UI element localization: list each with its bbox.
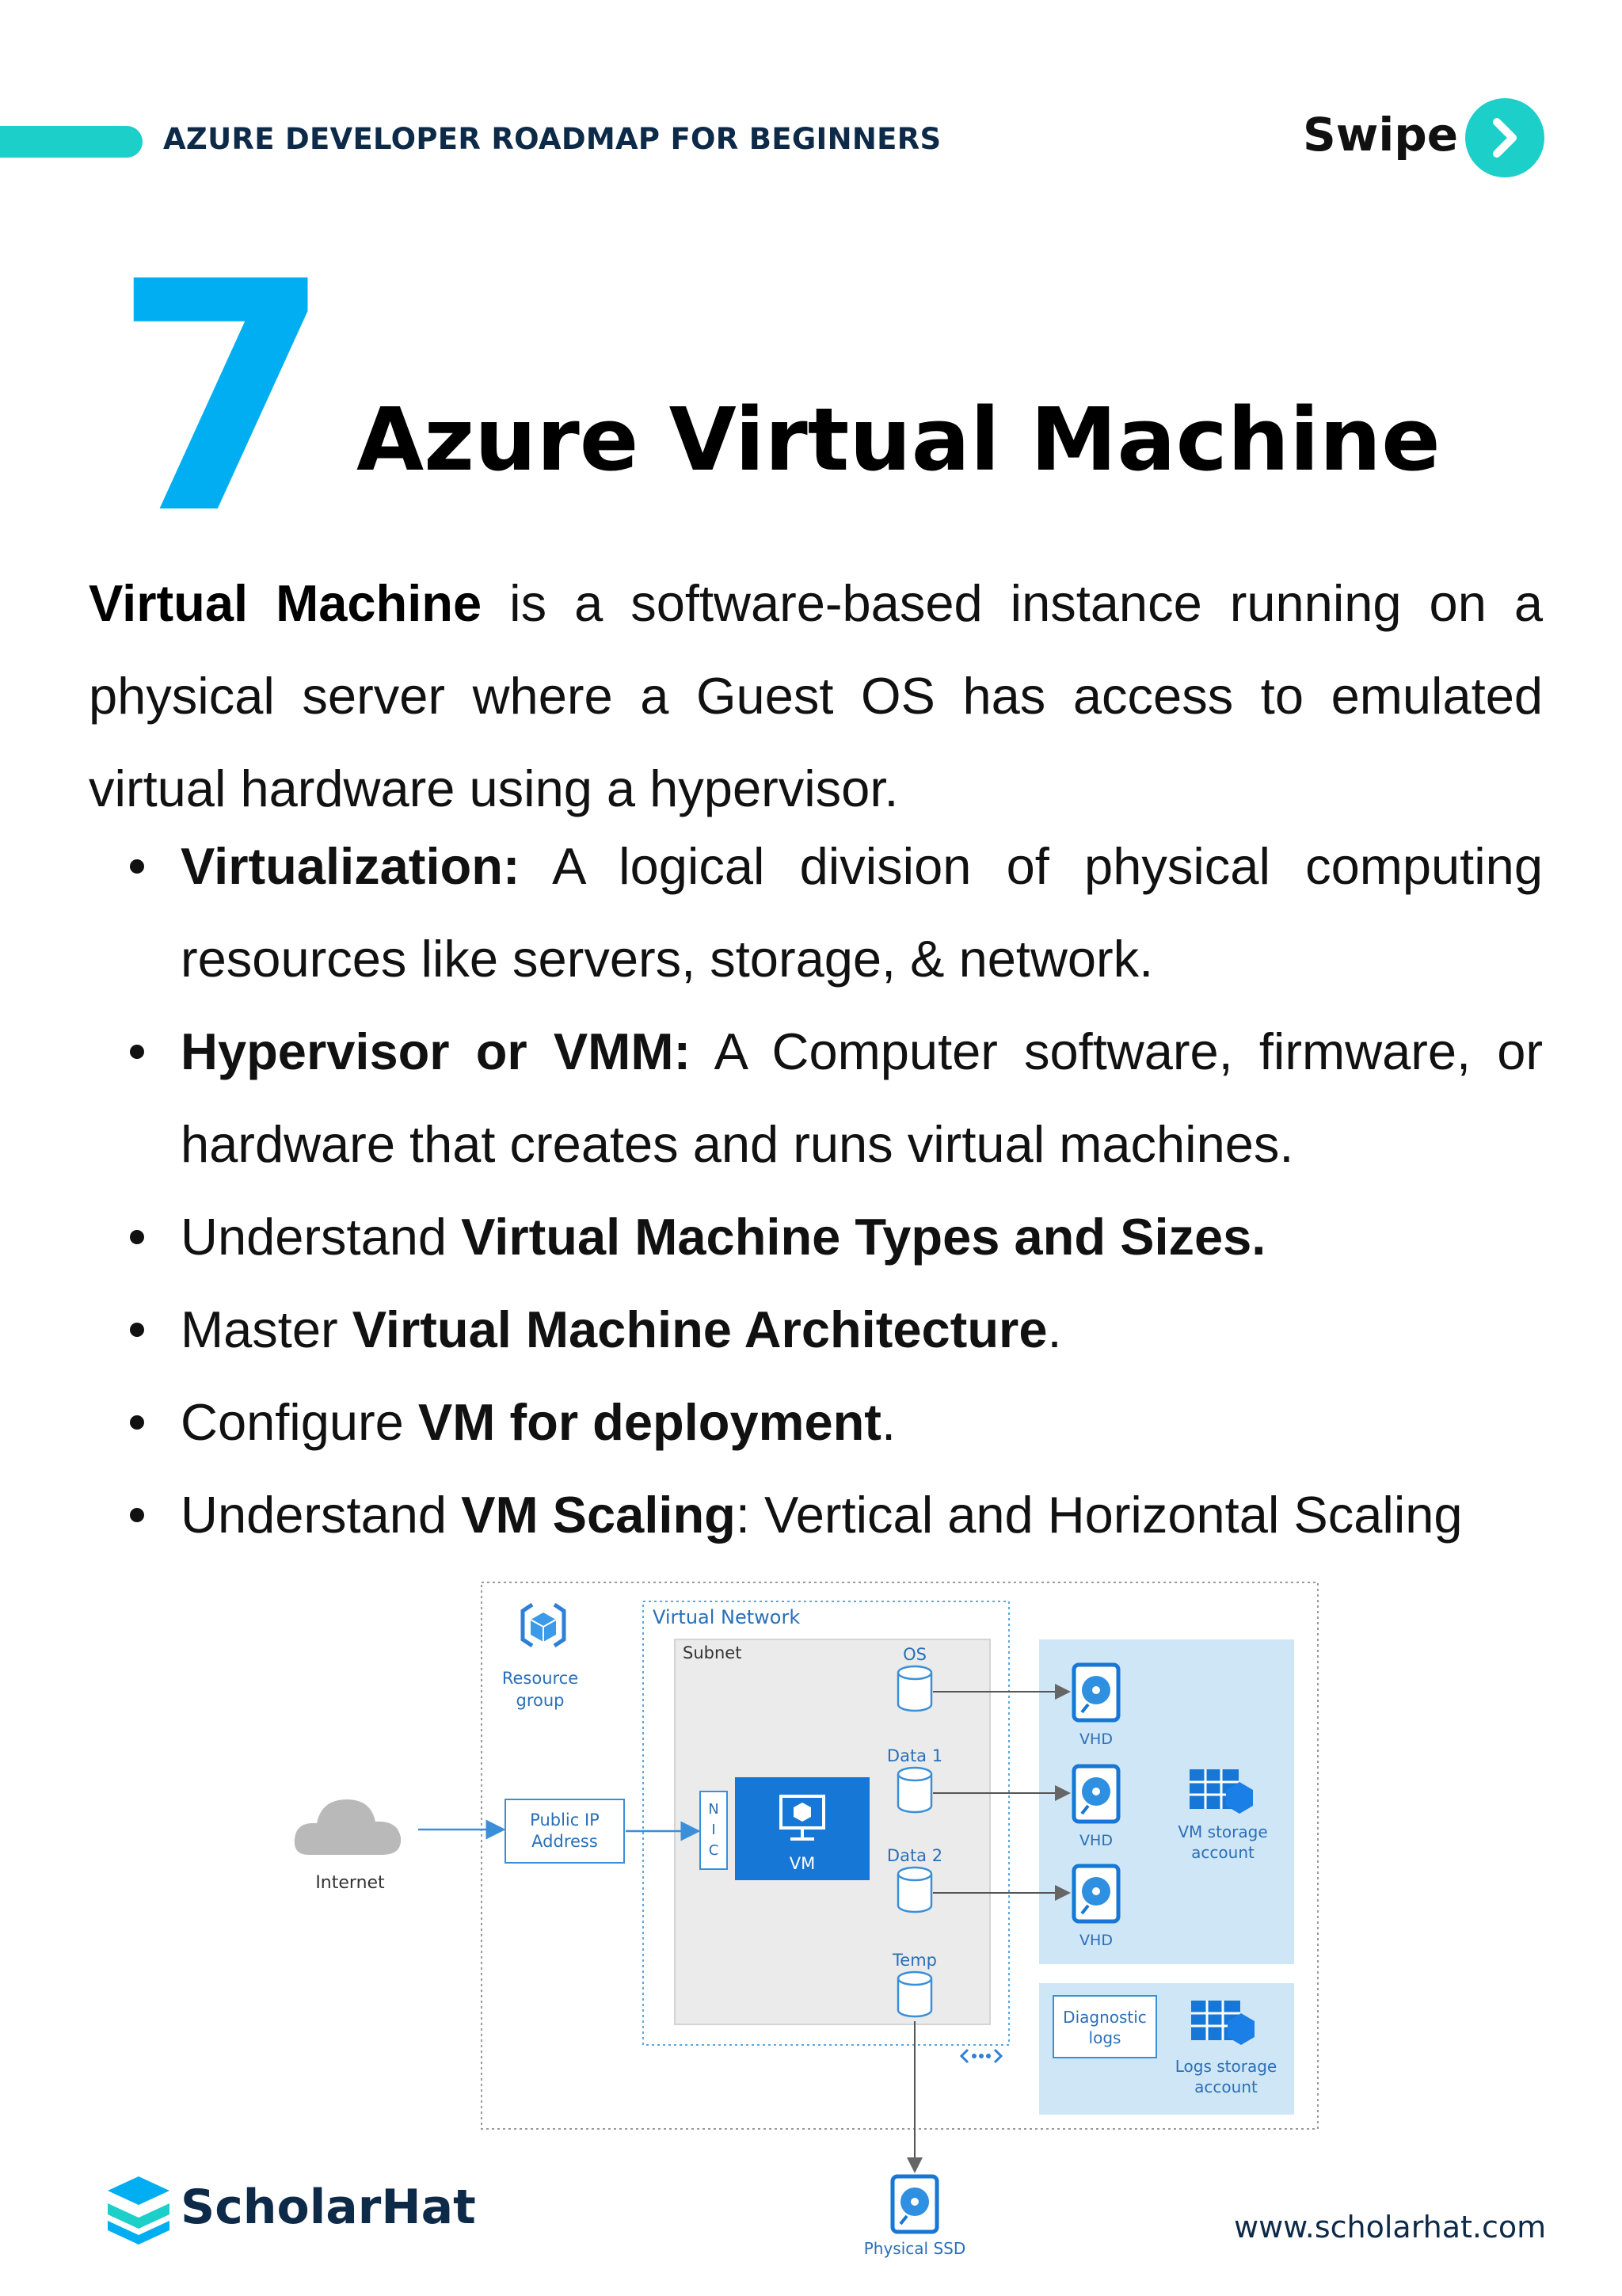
storage-account-icon [1190, 1769, 1253, 1814]
vm-storage-label: VM storage [1178, 1822, 1267, 1841]
bullet-pre: Understand [181, 1208, 462, 1266]
public-ip-label: Public IP [530, 1811, 600, 1830]
bullet-item: Configure VM for deployment. [89, 1376, 1543, 1468]
resource-group-boundary [481, 1582, 1319, 2130]
public-ip-label: Address [531, 1832, 598, 1851]
header-title: AZURE DEVELOPER ROADMAP FOR BEGINNERS [163, 122, 942, 156]
diagnostic-logs-label: Diagnostic [1063, 2008, 1147, 2027]
bullet-item: Virtualization: A logical division of ph… [89, 820, 1543, 1005]
bullet-pre: Understand [181, 1486, 462, 1544]
cloud-icon [294, 1799, 402, 1855]
intro-term: Virtual Machine [89, 574, 482, 632]
swipe-button[interactable] [1465, 98, 1544, 177]
vhd-icon [1072, 1764, 1121, 1824]
bullet-bold: Virtual Machine Architecture [352, 1300, 1048, 1358]
vhd-label: VHD [1079, 1832, 1113, 1849]
bullet-pre: Configure [181, 1393, 418, 1451]
header-accent-bar [0, 126, 143, 158]
nic-label: I [711, 1822, 715, 1838]
scholarhat-logo-icon [108, 2176, 169, 2245]
disk-temp: Temp [892, 1951, 937, 2018]
bullet-item: Master Virtual Machine Architecture. [89, 1283, 1543, 1376]
resource-group-icon [520, 1602, 566, 1648]
bullet-list: Virtualization: A logical division of ph… [89, 820, 1543, 1561]
vnet-ellipsis-icon [959, 2048, 1003, 2064]
nic-box [699, 1791, 728, 1870]
logs-storage-label: Logs storage [1175, 2057, 1277, 2076]
bullet-bold: VM for deployment [417, 1393, 881, 1451]
disk-label: Data 1 [887, 1746, 942, 1765]
vhd-label: VHD [1079, 1932, 1113, 1949]
page-title: Azure Virtual Machine [356, 389, 1441, 490]
diagnostic-logs-label: logs [1089, 2028, 1121, 2047]
logs-storage-label: account [1194, 2077, 1258, 2096]
bullet-post: . [881, 1393, 897, 1451]
disk-data-2: Data 2 [887, 1846, 942, 1913]
storage-account-icon [1191, 2001, 1255, 2045]
resource-group-label: group [516, 1691, 565, 1710]
bullet-bold: Virtualization: [181, 837, 520, 895]
bullet-bold: Hypervisor or VMM: [181, 1022, 691, 1080]
vm-architecture-diagram: Resource group Virtual Network Subnet In… [294, 1582, 1319, 2258]
physical-ssd-label: Physical SSD [864, 2239, 966, 2258]
bullet-bold: VM Scaling [461, 1486, 736, 1544]
bullet-item: Hypervisor or VMM: A Computer software, … [89, 1005, 1543, 1190]
bullet-post: : Vertical and Horizontal Scaling [735, 1486, 1463, 1544]
bullet-post: A logical division of physical computing… [181, 837, 1543, 988]
disk-data-1: Data 1 [887, 1746, 942, 1814]
section-number: 7 [112, 215, 333, 584]
physical-ssd-icon [890, 2174, 939, 2234]
internet-label: Internet [315, 1873, 385, 1893]
bullet-item: Understand VM Scaling: Vertical and Hori… [89, 1468, 1543, 1561]
disk-label: OS [903, 1645, 927, 1664]
nic-label: C [709, 1842, 719, 1859]
public-ip-box [504, 1799, 625, 1864]
vhd-label: VHD [1079, 1731, 1113, 1748]
bullet-post: A Computer software, firmware, or hardwa… [181, 1022, 1543, 1173]
chevron-right-icon [1493, 118, 1517, 158]
disk-os: OS [897, 1645, 933, 1712]
disk-label: Temp [892, 1951, 937, 1970]
swipe-label: Swipe [1303, 108, 1459, 162]
subnet-label: Subnet [683, 1643, 741, 1662]
diagnostic-logs-box [1053, 1995, 1157, 2058]
bullet-item: Understand Virtual Machine Types and Siz… [89, 1190, 1543, 1283]
vhd-icon [1072, 1864, 1121, 1924]
disk-label: Data 2 [887, 1846, 942, 1865]
nic-label: N [708, 1801, 718, 1818]
monitor-icon [779, 1795, 825, 1841]
bullet-pre: Master [181, 1300, 352, 1358]
brand-name: ScholarHat [181, 2180, 476, 2235]
resource-group-label: Resource [502, 1669, 578, 1688]
vm-label: VM [790, 1854, 815, 1873]
website-link[interactable]: www.scholarhat.com [1234, 2210, 1547, 2245]
intro-text: is a software-based instance running on … [89, 574, 1543, 817]
virtual-network-boundary [642, 1601, 1010, 2046]
intro-paragraph: Virtual Machine is a software-based inst… [89, 557, 1543, 835]
bullet-post: . [1047, 1300, 1062, 1358]
bullet-bold: Virtual Machine Types and Sizes. [461, 1208, 1266, 1266]
vhd-icon [1072, 1662, 1121, 1723]
virtual-network-label: Virtual Network [653, 1606, 800, 1628]
vm-storage-label: account [1191, 1843, 1255, 1862]
